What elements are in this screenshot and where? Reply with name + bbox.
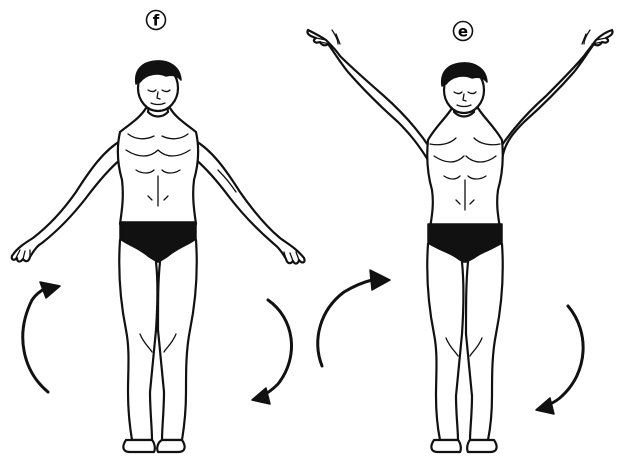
figure-f: f <box>10 9 306 454</box>
panel-label-f: f <box>145 9 167 31</box>
figure-e-right-rotation-arrow <box>535 304 585 415</box>
figure-f-hair <box>134 60 182 85</box>
figure-f-feet <box>122 438 186 454</box>
figure-f-left-rotation-arrow <box>21 281 61 394</box>
figure-e-hair <box>440 62 488 87</box>
figure-f-left-arm <box>10 138 124 263</box>
panel-label-f-text: f <box>153 12 160 30</box>
figure-e-feet <box>430 438 498 454</box>
figure-e-left-rotation-arrow <box>316 269 391 368</box>
figure-e-right-arm <box>498 28 614 162</box>
figure-f-right-arm <box>192 138 306 265</box>
figure-f-right-rotation-arrow <box>251 298 293 405</box>
panel-label-e-text: e <box>458 23 468 41</box>
figure-f-left-leg <box>118 238 159 442</box>
figure-e-right-leg <box>464 242 504 442</box>
figure-e: e <box>306 20 614 454</box>
figure-e-left-leg <box>426 242 465 442</box>
figure-e-left-arm <box>306 28 432 162</box>
figure-f-right-leg <box>156 238 198 442</box>
panel-label-e: e <box>452 20 474 42</box>
